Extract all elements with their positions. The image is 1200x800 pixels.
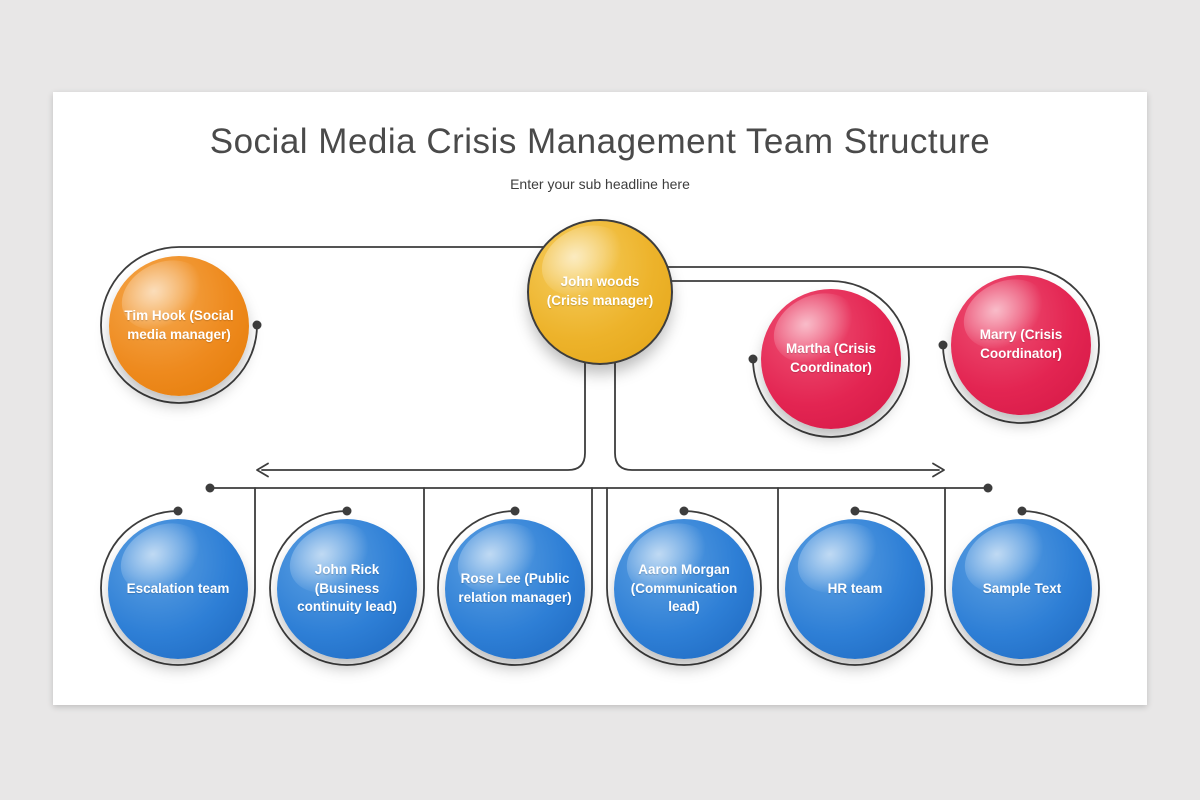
org-node-label: Sample Text (982, 580, 1062, 596)
slide-title: Social Media Crisis Management Team Stru… (209, 122, 991, 161)
org-node-label: HR team (827, 580, 883, 596)
org-node-label: Martha (Crisis Coordinator) (785, 341, 877, 375)
org-node-label: Tim Hook (Social media manager) (124, 308, 234, 342)
org-node-crisis-manager[interactable]: John woods (Crisis manager) (527, 212, 673, 365)
org-node-public-relation-manager[interactable]: Rose Lee (Public relation manager) (445, 510, 585, 659)
slide-subtitle: Enter your sub headline here (510, 176, 690, 192)
org-node-business-continuity-lead[interactable]: John Rick (Business continuity lead) (277, 510, 417, 659)
org-node-crisis-coordinator-2[interactable]: Marry (Crisis Coordinator) (951, 266, 1091, 415)
org-node-label: John woods (Crisis manager) (546, 274, 654, 308)
org-node-hr-team[interactable]: HR team (785, 510, 925, 659)
org-node-label: Rose Lee (Public relation manager) (458, 571, 572, 605)
org-node-communication-lead[interactable]: Aaron Morgan (Communication lead) (614, 510, 754, 659)
org-node-label: Marry (Crisis Coordinator) (979, 327, 1063, 361)
org-node-escalation-team[interactable]: Escalation team (108, 510, 248, 659)
org-node-label: John Rick (Business continuity lead) (297, 562, 397, 615)
org-node-sample-text[interactable]: Sample Text (952, 510, 1092, 659)
org-node-label: Escalation team (126, 580, 230, 596)
org-node-crisis-coordinator-1[interactable]: Martha (Crisis Coordinator) (761, 280, 901, 429)
org-node-label: Aaron Morgan (Communication lead) (630, 562, 738, 615)
org-node-social-media-manager[interactable]: Tim Hook (Social media manager) (109, 247, 249, 396)
